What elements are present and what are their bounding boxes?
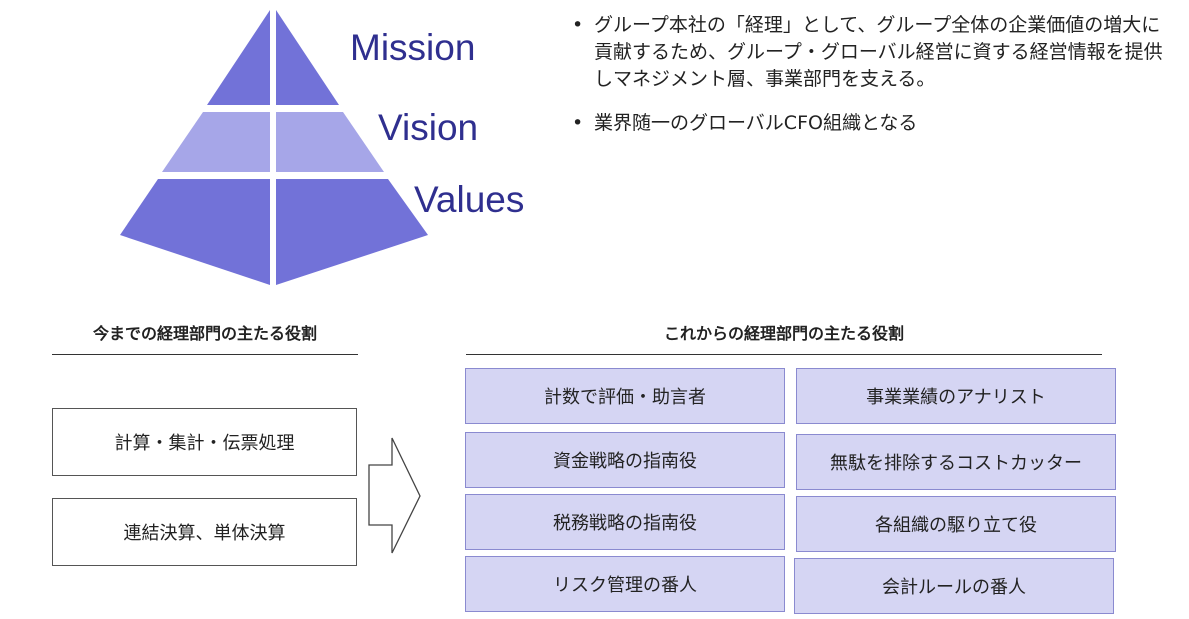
pyramid-bottom-left — [120, 179, 270, 285]
past-roles-heading: 今までの経理部門の主たる役割 — [92, 324, 317, 343]
pyramid-middle-right — [276, 112, 384, 172]
pyramid-top-left — [207, 10, 270, 105]
bullet-item: • グループ本社の「経理」として、グループ全体の企業価値の増大に貢献するため、グ… — [572, 12, 1172, 93]
future-role-label: 会計ルールの番人 — [882, 577, 1026, 598]
future-role-label: リスク管理の番人 — [553, 575, 697, 596]
bullet-text: グループ本社の「経理」として、グループ全体の企業価値の増大に貢献するため、グルー… — [594, 14, 1163, 90]
pyramid-top-right — [276, 10, 339, 105]
future-heading-rule — [466, 354, 1102, 355]
future-role-box: 計数で評価・助言者 — [465, 368, 785, 424]
future-role-box: 無駄を排除するコストカッター — [796, 434, 1116, 490]
bullet-item: • 業界随一のグローバルCFO組織となる — [572, 110, 1172, 137]
vision-label: Vision — [378, 107, 479, 148]
past-role-label: 連結決算、単体決算 — [123, 523, 286, 544]
past-heading-rule — [52, 354, 358, 355]
pyramid-diagram — [120, 10, 428, 285]
future-role-label: 事業業績のアナリスト — [866, 387, 1046, 408]
future-role-label: 各組織の駆り立て役 — [875, 515, 1037, 536]
future-role-box: 資金戦略の指南役 — [465, 432, 785, 488]
future-role-label: 無駄を排除するコストカッター — [830, 453, 1082, 474]
mission-label: Mission — [350, 27, 476, 68]
future-role-box: 会計ルールの番人 — [794, 558, 1114, 614]
future-role-label: 計数で評価・助言者 — [544, 387, 706, 408]
future-role-box: 事業業績のアナリスト — [796, 368, 1116, 424]
bullet-symbol: • — [572, 14, 584, 36]
transition-arrow — [368, 437, 421, 554]
future-role-box: 税務戦略の指南役 — [465, 494, 785, 550]
future-role-box: 各組織の駆り立て役 — [796, 496, 1116, 552]
future-role-label: 資金戦略の指南役 — [553, 451, 697, 472]
bullet-symbol: • — [572, 112, 584, 134]
pyramid-middle-left — [162, 112, 270, 172]
values-label: Values — [414, 179, 525, 220]
past-role-label: 計算・集計・伝票処理 — [114, 433, 295, 454]
future-role-label: 税務戦略の指南役 — [553, 513, 697, 534]
future-role-box: リスク管理の番人 — [465, 556, 785, 612]
past-role-box: 計算・集計・伝票処理 — [52, 408, 357, 476]
bullet-text: 業界随一のグローバルCFO組織となる — [594, 112, 918, 134]
mission-bullets: • グループ本社の「経理」として、グループ全体の企業価値の増大に貢献するため、グ… — [572, 12, 1172, 154]
past-role-box: 連結決算、単体決算 — [52, 498, 357, 566]
future-roles-heading: これからの経理部門の主たる役割 — [663, 324, 904, 343]
pyramid-bottom-right — [276, 179, 428, 285]
